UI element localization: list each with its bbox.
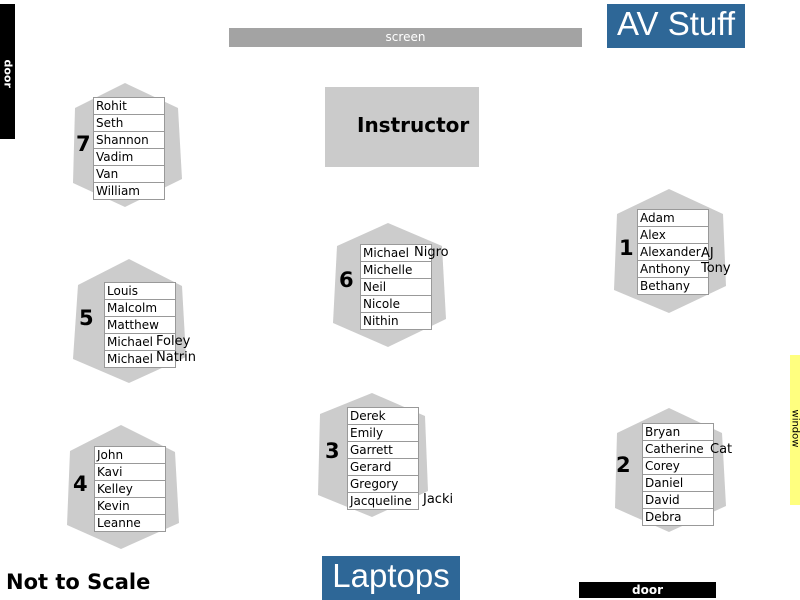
list-item: Anthony [638, 261, 708, 278]
bottom-door: door [579, 582, 716, 598]
list-item: David [643, 492, 713, 509]
nickname-label: Jacki [423, 492, 454, 507]
projector-screen: screen [229, 28, 582, 47]
table-7-number: 7 [76, 132, 91, 156]
list-item: Debra [645, 510, 682, 524]
list-item: Michael [107, 352, 153, 366]
list-item: Corey [643, 458, 713, 475]
list-item: Matthew [105, 317, 175, 334]
list-item: Nicole [361, 296, 431, 313]
window: window [790, 355, 800, 505]
table-4-roster: John Kavi Kelley Kevin Leanne [94, 446, 166, 532]
table-1-roster: Adam Alex Alexander Anthony Bethany [637, 209, 709, 295]
list-item: Kavi [95, 464, 165, 481]
list-item: Michael [361, 245, 431, 262]
table-6-number: 6 [339, 268, 354, 292]
table-6-roster: Michael Michelle Neil Nicole Nithin [360, 244, 432, 330]
av-stuff-box: AV Stuff [607, 4, 745, 48]
left-door-label: door [1, 59, 15, 88]
list-item: Nithin [363, 314, 399, 328]
table-1-number: 1 [619, 236, 634, 260]
list-item: Michelle [361, 262, 431, 279]
list-item: Leanne [97, 516, 141, 530]
not-to-scale-note: Not to Scale [6, 570, 151, 594]
list-item: Alexander [638, 244, 708, 261]
list-item: Neil [361, 279, 431, 296]
left-door: door [0, 4, 15, 139]
list-item: Jacqueline [350, 494, 412, 508]
nickname-label: Nigro [414, 245, 449, 260]
nickname-label: Natrin [156, 350, 196, 365]
list-item: Seth [94, 115, 164, 132]
list-item: Gregory [348, 476, 418, 493]
list-item: Rohit [94, 98, 164, 115]
nickname-label: Cat [710, 442, 733, 457]
nickname-label: Tony [701, 261, 731, 276]
table-7-roster: Rohit Seth Shannon Vadim Van William [93, 97, 165, 200]
laptops-box: Laptops [322, 556, 460, 600]
list-item: Gerard [348, 459, 418, 476]
table-2-number: 2 [616, 453, 631, 477]
list-item: Adam [638, 210, 708, 227]
list-item: Shannon [94, 132, 164, 149]
list-item: Daniel [643, 475, 713, 492]
list-item: Louis [105, 283, 175, 300]
list-item: Alex [638, 227, 708, 244]
table-3-roster: Derek Emily Garrett Gerard Gregory Jacqu… [347, 407, 419, 510]
list-item: Catherine [643, 441, 713, 458]
list-item: Kevin [95, 498, 165, 515]
instructor-desk: Instructor [325, 87, 479, 167]
list-item: Malcolm [105, 300, 175, 317]
table-5-roster: Louis Malcolm Matthew Michael Michael [104, 282, 176, 368]
list-item: Derek [348, 408, 418, 425]
list-item: William [96, 184, 140, 198]
instructor-label: Instructor [357, 113, 470, 137]
list-item: Garrett [348, 442, 418, 459]
table-3-number: 3 [325, 439, 340, 463]
table-2-roster: Bryan Catherine Corey Daniel David Debra [642, 423, 714, 526]
window-label: window [789, 409, 800, 448]
list-item: John [95, 447, 165, 464]
list-item: Michael [105, 334, 175, 351]
list-item: Vadim [94, 149, 164, 166]
list-item: Kelley [95, 481, 165, 498]
list-item: Emily [348, 425, 418, 442]
list-item: Van [94, 166, 164, 183]
list-item: Bethany [640, 279, 690, 293]
list-item: Bryan [643, 424, 713, 441]
nickname-label: Foley [156, 334, 191, 349]
table-5-number: 5 [79, 306, 94, 330]
nickname-label: AJ [701, 246, 714, 261]
table-4-number: 4 [73, 472, 88, 496]
